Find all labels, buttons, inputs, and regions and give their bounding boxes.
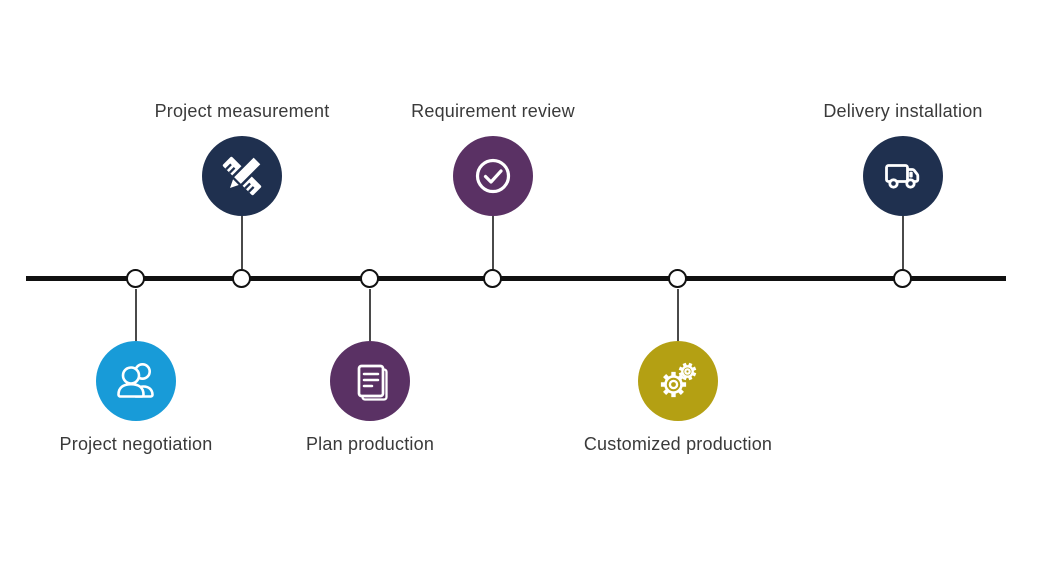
timeline-node	[232, 269, 251, 288]
connector-line	[902, 216, 904, 269]
timeline-node	[893, 269, 912, 288]
connector-line	[241, 216, 243, 269]
timeline-node	[360, 269, 379, 288]
step-label: Project negotiation	[59, 434, 213, 454]
step-label: Project measurement	[154, 101, 330, 121]
people-icon	[117, 363, 154, 398]
timeline-node	[668, 269, 687, 288]
gears-icon	[660, 362, 697, 398]
step-icon-circle	[96, 341, 176, 421]
timeline-node	[126, 269, 145, 288]
connector-line	[369, 289, 371, 341]
connector-line	[677, 289, 679, 341]
step-icon-circle	[638, 341, 718, 421]
step-label: Requirement review	[411, 101, 575, 121]
step-label: Customized production	[583, 434, 773, 454]
step-icon-circle	[330, 341, 410, 421]
ruler-pencil-icon	[222, 154, 264, 196]
step-icon-circle	[453, 136, 533, 216]
step-icon-circle	[202, 136, 282, 216]
truck-icon	[885, 164, 920, 189]
connector-line	[492, 216, 494, 269]
timeline-bar	[26, 276, 1006, 281]
check-circle-icon	[475, 158, 511, 194]
timeline-node	[483, 269, 502, 288]
step-label: Delivery installation	[823, 101, 983, 121]
step-icon-circle	[863, 136, 943, 216]
document-icon	[357, 364, 388, 401]
connector-line	[135, 289, 137, 341]
step-label: Plan production	[305, 434, 435, 454]
